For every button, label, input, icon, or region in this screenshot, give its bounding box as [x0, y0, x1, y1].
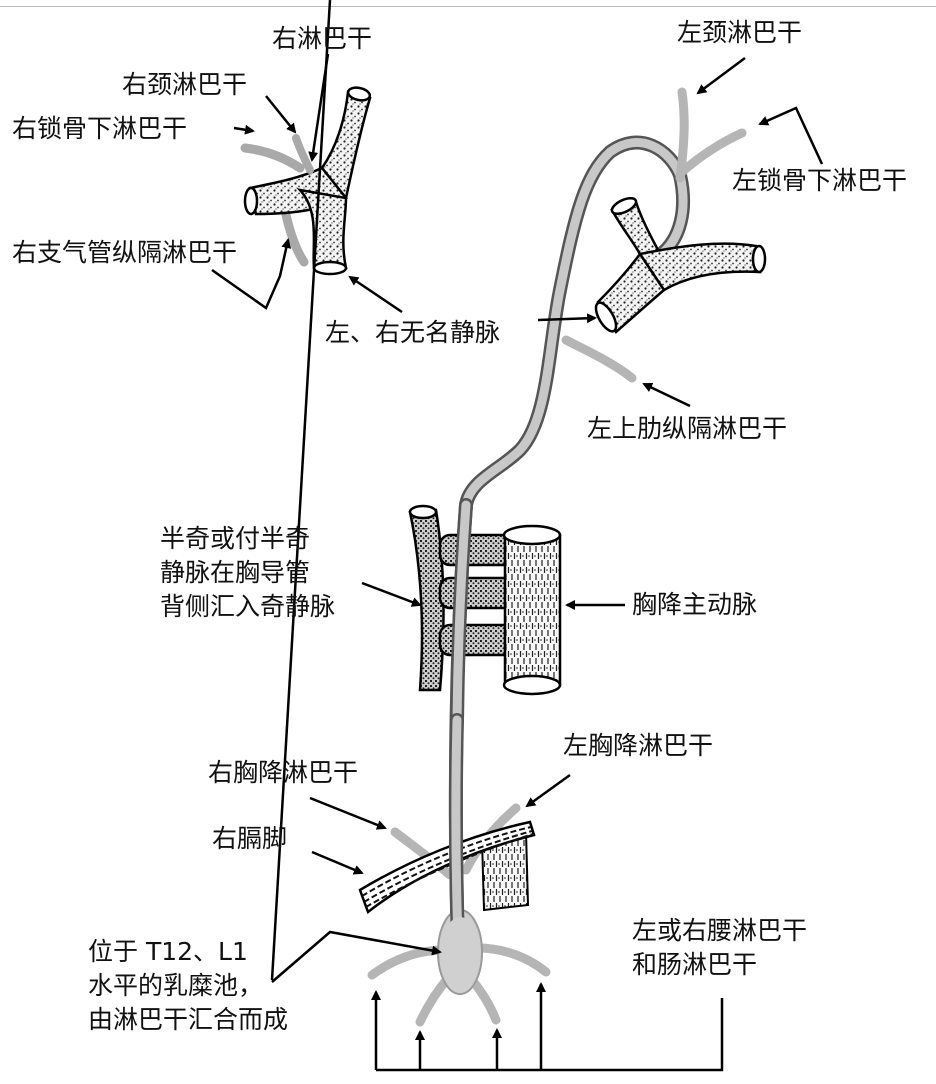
label-hemiazygos-line1: 半奇或付半奇	[160, 522, 335, 556]
label-left-descending-thoracic-trunk: 左胸降淋巴干	[563, 733, 713, 758]
label-left-upper-intercostal-trunk: 左上肋纵隔淋巴干	[587, 416, 787, 441]
hemiazygos-vein-top	[410, 506, 436, 518]
label-right-jugular-trunk: 右颈淋巴干	[122, 72, 247, 97]
arrow-right-jugular-trunk	[266, 96, 295, 132]
left-lumbar-trunk-vessel	[478, 948, 546, 972]
label-right-descending-thoracic-trunk: 右胸降淋巴干	[208, 760, 358, 785]
label-right-subclavian-trunk: 右锁骨下淋巴干	[12, 116, 187, 141]
left-upper-intercostal-trunk-vessel	[566, 340, 632, 378]
arrow-left-descending-thoracic-trunk	[527, 775, 570, 806]
right-brachiocephalic-vein	[300, 190, 346, 268]
arrow-right-descending-thoracic-trunk	[310, 798, 385, 828]
intestinal-trunk-right	[472, 980, 496, 1020]
arrow-left-subclavian-trunk	[760, 108, 822, 164]
label-cisterna-line1: 位于 T12、L1	[88, 935, 288, 969]
thoracic-aorta	[505, 535, 560, 685]
label-lumbar-line2: 和肠淋巴干	[632, 948, 807, 982]
right-brachiocephalic-vein-end	[314, 262, 346, 274]
right-subclavian-vein-end	[245, 188, 257, 214]
arrow-hemiazygos	[362, 583, 420, 605]
intestinal-trunk-left	[420, 978, 448, 1022]
label-left-subclavian-trunk: 左锁骨下淋巴干	[732, 168, 907, 193]
left-subclavian-vein-end	[753, 246, 765, 272]
right-venous-angle	[245, 86, 371, 274]
label-cisterna-line2: 水平的乳糜池，	[88, 969, 288, 1003]
label-cisterna-line3: 由淋巴干汇合而成	[88, 1003, 288, 1037]
right-lumbar-trunk-vessel	[372, 950, 445, 975]
label-lumbar-line1: 左或右腰淋巴干	[632, 914, 807, 948]
left-venous-angle	[566, 92, 765, 378]
thoracic-aorta-top	[504, 526, 560, 544]
hemiazygos-aorta-block	[410, 506, 560, 694]
label-cisterna-chyli: 位于 T12、L1 水平的乳糜池， 由淋巴干汇合而成	[88, 935, 288, 1037]
label-hemiazygos: 半奇或付半奇 静脉在胸导管 背侧汇入奇静脉	[160, 522, 335, 624]
arrow-brachiocephalic-left	[538, 318, 595, 320]
label-hemiazygos-line2: 静脉在胸导管	[160, 556, 335, 590]
arrow-left-jugular-trunk	[698, 58, 745, 93]
arrow-left-upper-intercostal-trunk	[644, 384, 690, 406]
arrow-right-crus	[312, 852, 362, 873]
label-left-jugular-trunk: 左颈淋巴干	[677, 20, 802, 45]
arrow-right-subclavian-trunk	[234, 128, 253, 131]
label-right-lymph-duct: 右淋巴干	[272, 26, 372, 51]
label-lumbar-intestinal-trunks: 左或右腰淋巴干 和肠淋巴干	[632, 914, 807, 982]
label-thoracic-aorta: 胸降主动脉	[632, 592, 757, 617]
label-hemiazygos-line3: 背侧汇入奇静脉	[160, 590, 335, 624]
arrow-brachiocephalic-right	[350, 277, 402, 312]
right-subclavian-trunk-vessel	[245, 148, 300, 168]
label-right-crus: 右膈脚	[212, 826, 287, 851]
label-right-bronchomediastinal-trunk: 右支气管纵隔淋巴干	[12, 240, 237, 265]
label-brachiocephalic-veins: 左、右无名静脉	[325, 320, 500, 345]
right-bronchomediastinal-trunk-vessel	[286, 215, 304, 262]
thoracic-aorta-bottom	[504, 676, 560, 694]
hemiazygos-vein	[410, 510, 443, 690]
